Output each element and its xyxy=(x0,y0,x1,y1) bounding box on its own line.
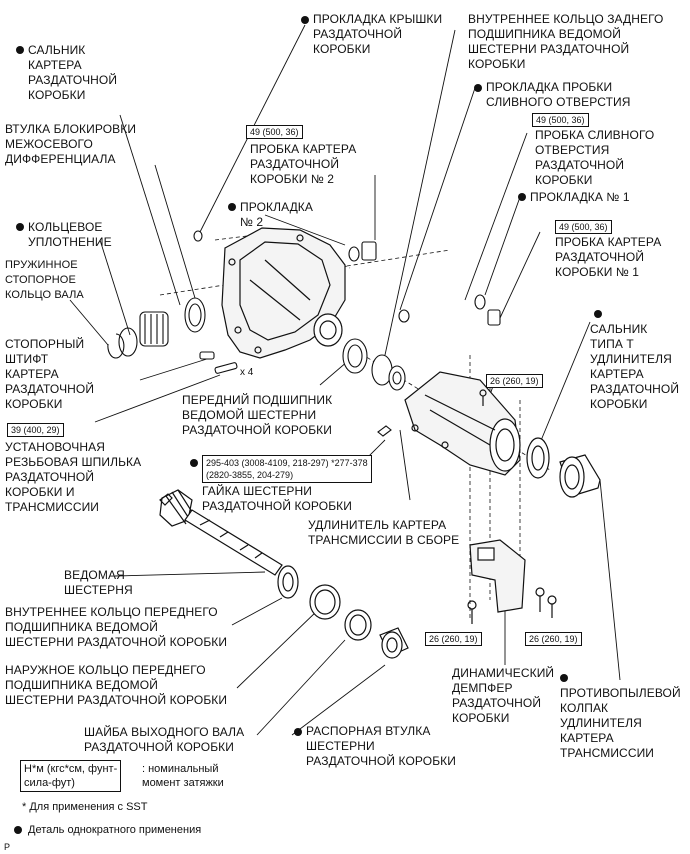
label-plug-1: ПРОБКА КАРТЕРА РАЗДАТОЧНОЙ КОРОБКИ № 1 xyxy=(555,235,662,279)
small-parts xyxy=(193,230,501,437)
legend-sst-note: * Для применения с SST xyxy=(22,801,148,813)
driven-gear xyxy=(159,489,409,659)
label-output-washer: ШАЙБА ВЫХОДНОГО ВАЛА РАЗДАТОЧНОЙ КОРОБКИ xyxy=(84,725,245,754)
label-rear-bearing-inner: ВНУТРЕННЕЕ КОЛЬЦО ЗАДНЕГО ПОДШИПНИКА ВЕД… xyxy=(468,12,664,71)
label-snap-ring: ПРУЖИННОЕ СТОПОРНОЕ КОЛЬЦО ВАЛА xyxy=(5,259,84,301)
label-oil-seal-t: САЛЬНИК ТИПА T УДЛИНИТЕЛЯ КАРТЕРА РАЗДАТ… xyxy=(590,322,680,411)
label-drain-gasket: ПРОКЛАДКА ПРОБКИ СЛИВНОГО ОТВЕРСТИЯ xyxy=(486,80,631,109)
label-drain-plug: ПРОБКА СЛИВНОГО ОТВЕРСТИЯ РАЗДАТОЧНОЙ КО… xyxy=(535,128,655,187)
corner-mark: P xyxy=(4,842,11,852)
label-driven-gear: ВЕДОМАЯ ШЕСТЕРНЯ xyxy=(64,568,133,597)
label-extension-assy: УДЛИНИТЕЛЬ КАРТЕРА ТРАНСМИССИИ В СБОРЕ xyxy=(308,518,460,547)
left-parts xyxy=(107,297,238,374)
legend-nonreusable: Деталь однократного применения xyxy=(28,824,202,836)
torque-drain-plug: 49 (500, 36) xyxy=(532,113,589,127)
extension-housing xyxy=(404,371,601,498)
label-gasket-2: ПРОКЛАДКА № 2 xyxy=(240,200,313,229)
label-front-bearing-outer: НАРУЖНОЕ КОЛЬЦО ПЕРЕДНЕГО ПОДШИПНИКА ВЕД… xyxy=(5,663,228,707)
torque-plug-2: 49 (500, 36) xyxy=(246,125,303,139)
torque-extension: 26 (260, 19) xyxy=(486,374,543,388)
label-front-bearing-inner: ВНУТРЕННЕЕ КОЛЬЦО ПЕРЕДНЕГО ПОДШИПНИКА В… xyxy=(5,605,228,649)
torque-stud-bolt: 39 (400, 29) xyxy=(7,423,64,437)
transfer-case-housing xyxy=(221,227,346,359)
label-nut: ГАЙКА ШЕСТЕРНИ РАЗДАТОЧНОЙ КОРОБКИ xyxy=(202,484,352,513)
label-spacer: РАСПОРНАЯ ВТУЛКА ШЕСТЕРНИ РАЗДАТОЧНОЙ КО… xyxy=(306,724,456,768)
label-o-ring: КОЛЬЦЕВОЕ УПЛОТНЕНИЕ xyxy=(28,220,112,249)
label-oil-seal-case: САЛЬНИК КАРТЕРА РАЗДАТОЧНОЙ КОРОБКИ xyxy=(28,43,118,102)
damper xyxy=(467,389,557,624)
nonreusable-markers xyxy=(14,16,602,834)
torque-plug-1: 49 (500, 36) xyxy=(555,220,612,234)
label-damper: ДИНАМИЧЕСКИЙ ДЕМПФЕР РАЗДАТОЧНОЙ КОРОБКИ xyxy=(452,666,555,725)
label-straight-pin: СТОПОРНЫЙ ШТИФТ КАРТЕРА РАЗДАТОЧНОЙ КОРО… xyxy=(5,337,95,411)
label-front-bearing-driven: ПЕРЕДНИЙ ПОДШИПНИК ВЕДОМОЙ ШЕСТЕРНИ РАЗД… xyxy=(182,393,333,437)
label-gasket-1: ПРОКЛАДКА № 1 xyxy=(530,190,630,204)
label-dust-cap: ПРОТИВОПЫЛЕВОЙ КОЛПАК УДЛИНИТЕЛЯ КАРТЕРА… xyxy=(560,686,681,760)
label-stud-bolt: УСТАНОВОЧНАЯ РЕЗЬБОВАЯ ШПИЛЬКА РАЗДАТОЧН… xyxy=(5,440,142,514)
torque-nut: 295-403 (3008-4109, 218-297) *277-378 (2… xyxy=(202,455,372,483)
torque-damper-right: 26 (260, 19) xyxy=(525,632,582,646)
label-diff-lock-sleeve: ВТУЛКА БЛОКИРОВКИ МЕЖОСЕВОГО ДИФФЕРЕНЦИА… xyxy=(5,122,137,166)
legend-unit-box: Н*м (кгс*см, фунт- сила-фут) xyxy=(20,760,122,792)
label-cover-gasket: ПРОКЛАДКА КРЫШКИ РАЗДАТОЧНОЙ КОРОБКИ xyxy=(313,12,443,56)
label-x4: x 4 xyxy=(240,367,254,378)
label-plug-2: ПРОБКА КАРТЕРА РАЗДАТОЧНОЙ КОРОБКИ № 2 xyxy=(250,142,357,186)
legend-unit-text: : номинальный момент затяжки xyxy=(142,763,224,789)
leader-lines xyxy=(69,24,621,736)
torque-damper-left: 26 (260, 19) xyxy=(425,632,482,646)
